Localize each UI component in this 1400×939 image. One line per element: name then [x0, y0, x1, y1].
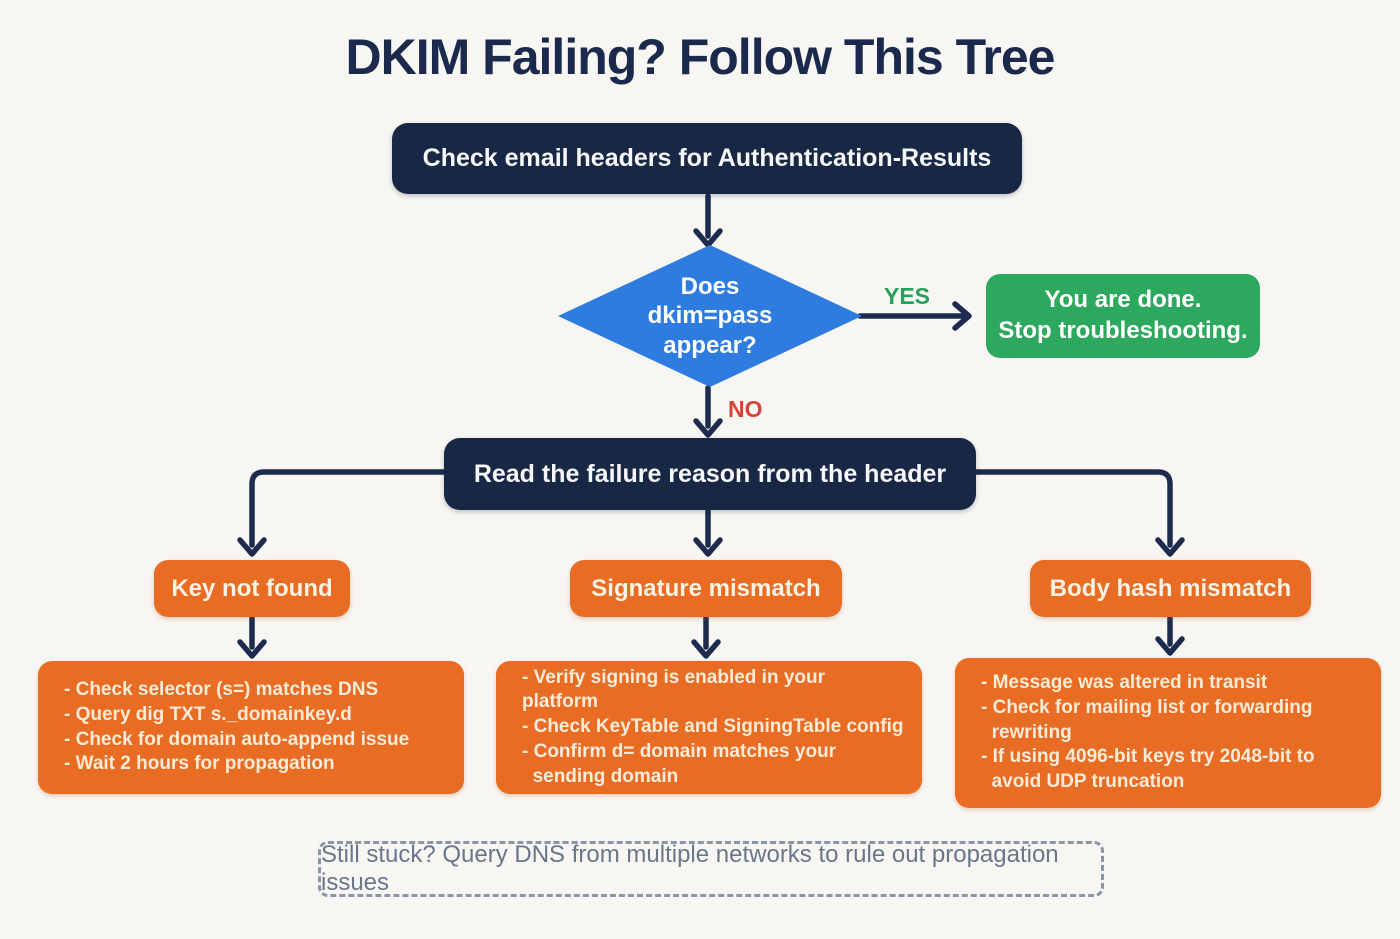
page-title: DKIM Failing? Follow This Tree	[345, 29, 1056, 85]
arrowhead-bodyhash-to-detail	[1155, 636, 1185, 656]
node-signature-mismatch: Signature mismatch	[570, 560, 842, 617]
arrowhead-read-to-signature	[693, 537, 723, 557]
node-check-headers: Check email headers for Authentication-R…	[392, 123, 1022, 194]
edge-label-no: NO	[728, 396, 763, 422]
connector-read-to-bodyhash	[973, 469, 1173, 548]
arrowhead-decision-to-done	[952, 301, 972, 331]
connector-read-to-key	[249, 469, 449, 548]
detail-body-hash-mismatch: - Message was altered in transit - Check…	[955, 658, 1381, 808]
footer-note: Still stuck? Query DNS from multiple net…	[318, 841, 1104, 897]
arrowhead-read-to-bodyhash	[1155, 537, 1185, 557]
node-read-failure-reason: Read the failure reason from the header	[444, 438, 976, 510]
arrowhead-read-to-key	[237, 537, 267, 557]
arrowhead-signature-to-detail	[691, 639, 721, 659]
node-decision-dkim-pass: Does dkim=pass appear?	[558, 245, 862, 387]
edge-label-yes: YES	[884, 283, 931, 309]
arrowhead-decision-to-read	[693, 418, 723, 438]
node-body-hash-mismatch: Body hash mismatch	[1030, 560, 1311, 617]
arrowhead-start-to-decision	[693, 228, 723, 248]
decision-label: Does dkim=pass appear?	[647, 273, 773, 359]
detail-key-not-found: - Check selector (s=) matches DNS - Quer…	[38, 661, 464, 794]
detail-signature-mismatch: - Verify signing is enabled in your plat…	[496, 661, 922, 794]
node-key-not-found: Key not found	[154, 560, 350, 617]
node-done: You are done. Stop troubleshooting.	[986, 274, 1260, 358]
footer-note-text: Still stuck? Query DNS from multiple net…	[321, 841, 1059, 896]
arrowhead-key-to-detail	[237, 639, 267, 659]
